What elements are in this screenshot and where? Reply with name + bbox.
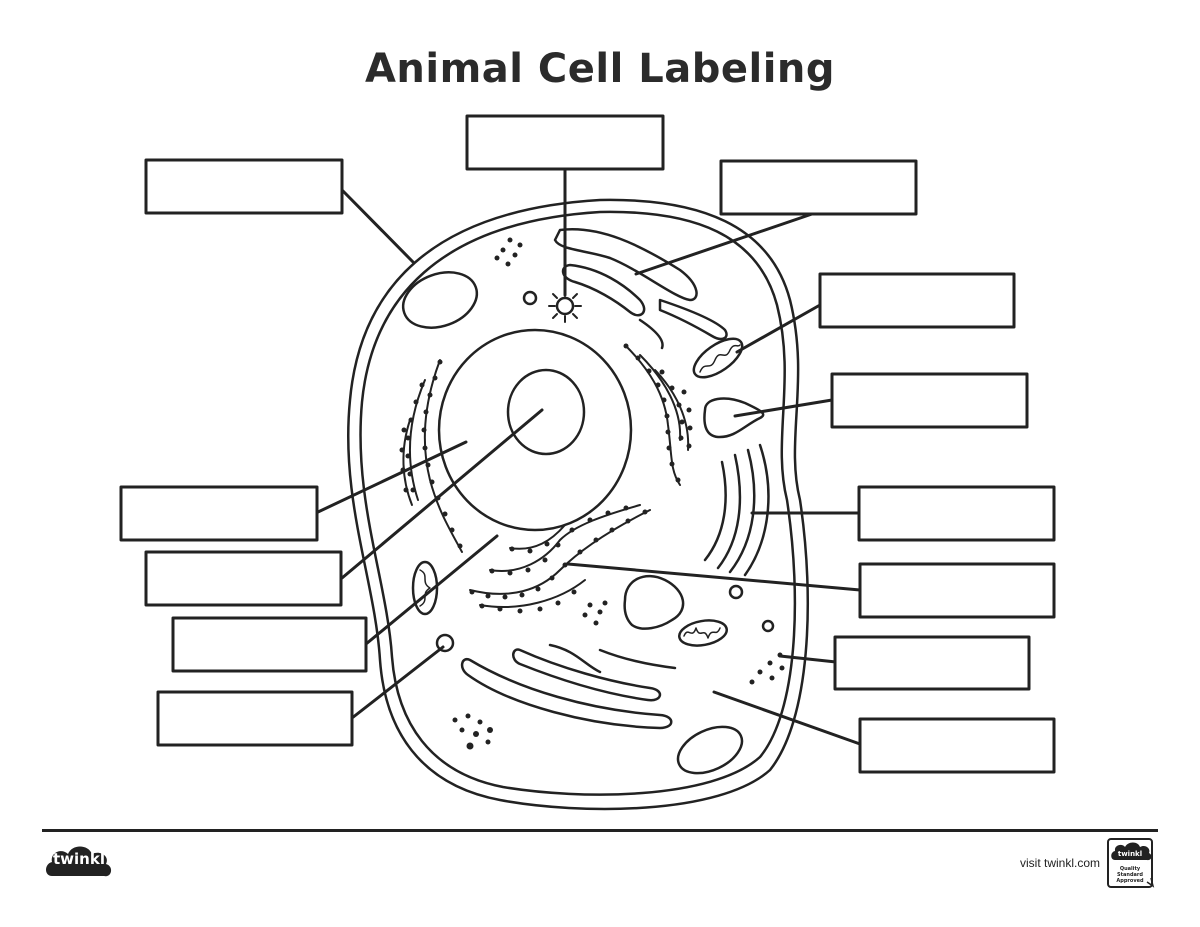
vesicle <box>728 584 744 600</box>
label-box-smooth-er[interactable] <box>857 485 1056 542</box>
golgi-top <box>553 228 728 350</box>
quality-badge: twinkl Quality Standard Approved <box>1107 838 1157 890</box>
label-box-ribosomes[interactable] <box>833 635 1031 691</box>
cell-membrane-outer <box>346 198 809 811</box>
rough-er-bottom <box>469 504 651 608</box>
label-boxes <box>119 114 1056 774</box>
vesicle <box>761 619 775 633</box>
rough-er-right <box>624 344 690 486</box>
label-box-vacuole[interactable] <box>830 372 1029 429</box>
vacuole-bottom-right <box>676 725 744 775</box>
label-box-nucleolus[interactable] <box>144 550 343 607</box>
leader-lines <box>316 166 862 746</box>
ribosome-cluster <box>452 237 785 750</box>
label-box-nucleus[interactable] <box>119 485 319 542</box>
logo-text: twinkl <box>53 850 105 868</box>
cell-membrane-inner <box>359 210 797 796</box>
rough-er-left <box>402 359 463 553</box>
mitochondrion-bottom <box>678 619 728 647</box>
nucleus <box>437 328 633 532</box>
vacuole-right <box>703 397 765 439</box>
label-box-cell-membrane[interactable] <box>144 158 344 215</box>
label-box-mitochondrion[interactable] <box>818 272 1016 329</box>
label-box-rough-er[interactable] <box>858 562 1056 619</box>
label-box-golgi-top[interactable] <box>719 159 918 216</box>
footer-divider <box>42 829 1158 832</box>
lysosome <box>435 633 455 653</box>
label-box-nuclear-envelope[interactable] <box>171 616 368 673</box>
vacuole-center <box>623 574 685 630</box>
badge-icon <box>1107 838 1155 888</box>
mitochondrion-top-right <box>692 337 744 379</box>
label-box-centrosome[interactable] <box>465 114 665 171</box>
golgi-bottom <box>460 643 677 730</box>
cloud-icon <box>46 846 112 877</box>
rough-er-bottom-ribosomes <box>469 505 648 614</box>
badge-brand: twinkl <box>1117 850 1143 858</box>
nucleolus <box>506 368 586 456</box>
label-box-lysosome[interactable] <box>156 690 354 747</box>
vacuole-top-left <box>401 271 479 329</box>
mitochondrion-left <box>411 560 439 616</box>
badge-caption: Quality Standard Approved <box>1116 866 1144 884</box>
twinkl-logo: twinkl <box>42 840 116 884</box>
smooth-er-right <box>703 443 770 577</box>
label-box-cytoplasm[interactable] <box>858 717 1056 774</box>
page-title: Animal Cell Labeling <box>364 46 836 92</box>
rough-er-right-ribosomes <box>623 343 693 483</box>
rough-er-left-ribosomes <box>399 359 463 549</box>
vesicle <box>522 290 538 306</box>
visit-link[interactable]: visit twinkl.com <box>1019 856 1100 870</box>
